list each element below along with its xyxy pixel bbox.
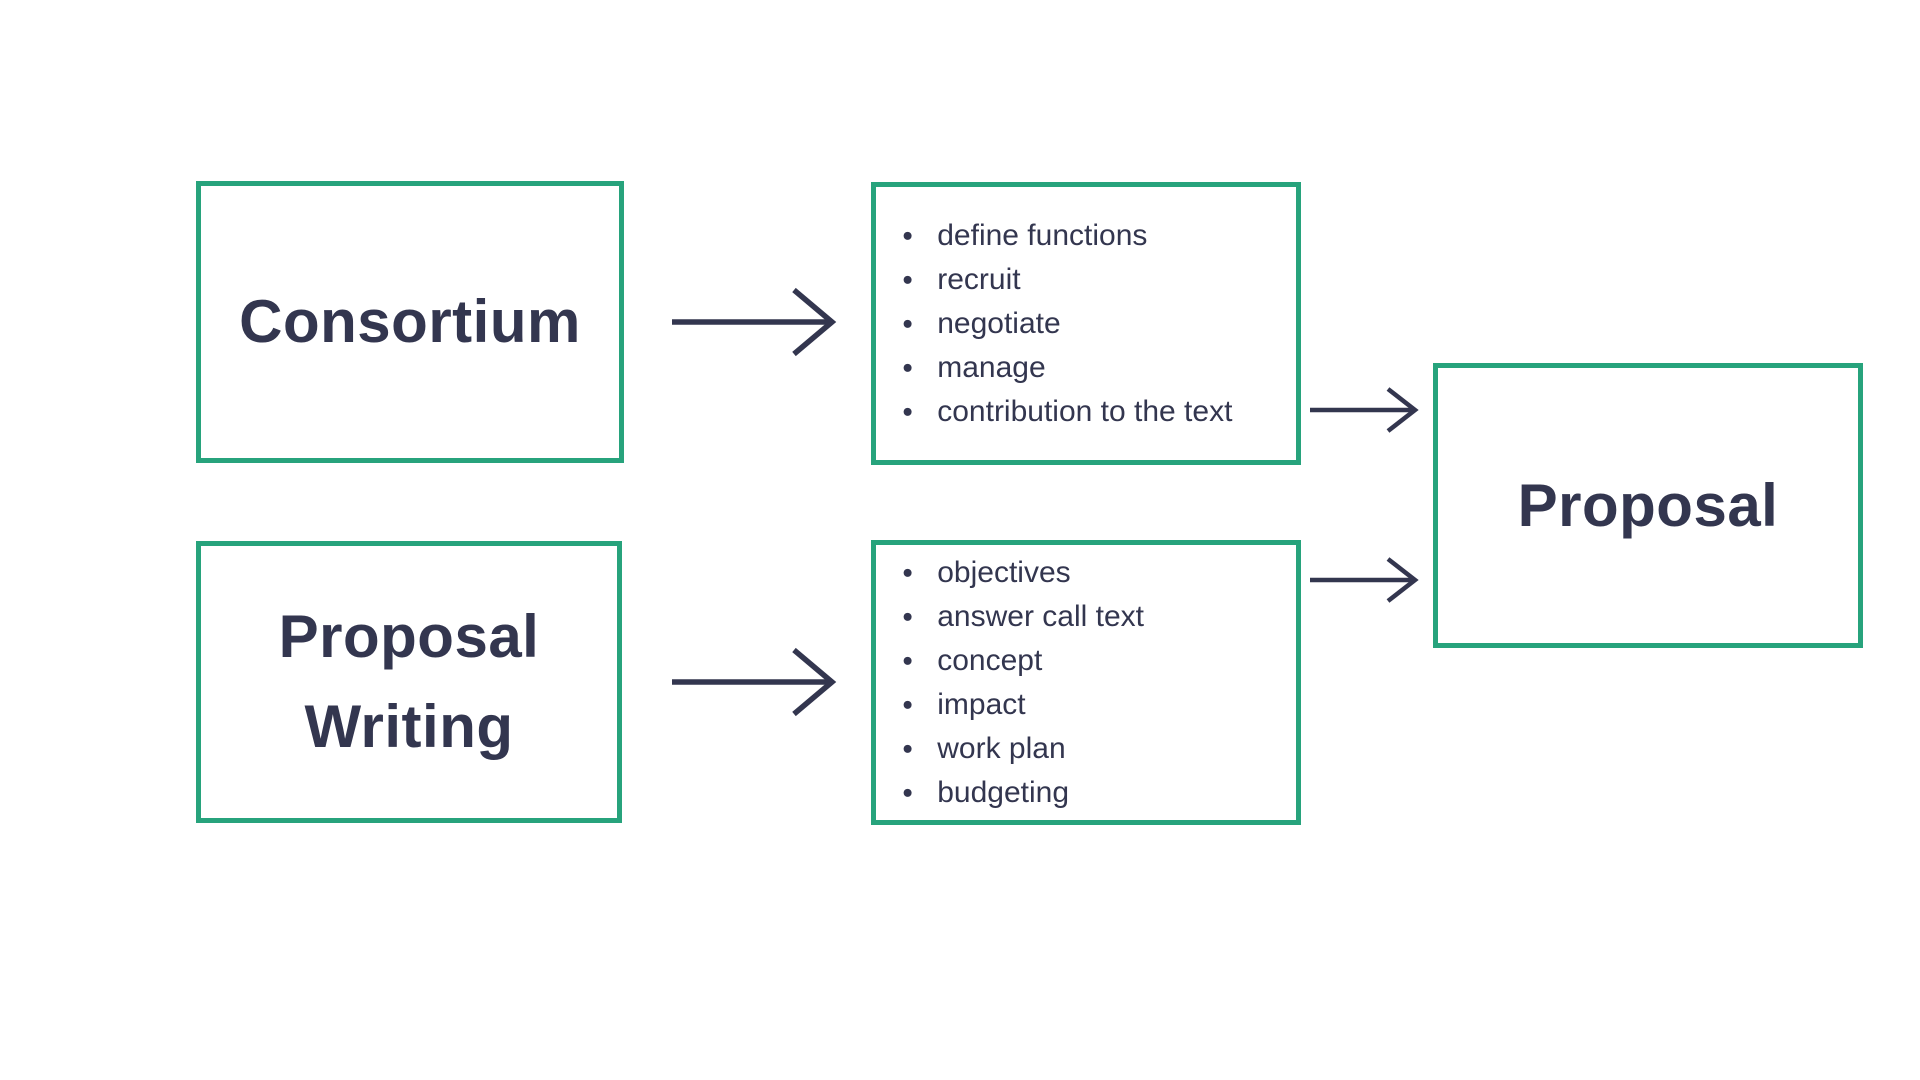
right-arrow-icon — [672, 287, 837, 357]
proposal-label: Proposal — [1517, 471, 1779, 539]
consortium-tasks-box: define functionsrecruitnegotiatemanageco… — [871, 182, 1301, 465]
proposal-box: Proposal — [1433, 363, 1863, 648]
right-arrow-icon — [672, 647, 837, 717]
list-item: define functions — [902, 214, 1232, 258]
right-arrow-icon — [1310, 387, 1419, 433]
writing-tasks-box: objectivesanswer call textconceptimpactw… — [871, 540, 1301, 825]
list-item: recruit — [902, 258, 1232, 302]
list-item: negotiate — [902, 302, 1232, 346]
writing-tasks-list: objectivesanswer call textconceptimpactw… — [876, 551, 1152, 815]
proposal-writing-box: Proposal Writing — [196, 541, 622, 823]
list-item: budgeting — [902, 771, 1144, 815]
list-item: objectives — [902, 551, 1144, 595]
list-item: contribution to the text — [902, 390, 1232, 434]
right-arrow-icon — [1310, 557, 1419, 603]
consortium-label: Consortium — [239, 288, 581, 355]
proposal-writing-label: Proposal Writing — [278, 603, 540, 760]
list-item: impact — [902, 683, 1144, 727]
list-item: concept — [902, 639, 1144, 683]
consortium-box: Consortium — [196, 181, 624, 463]
list-item: answer call text — [902, 595, 1144, 639]
list-item: work plan — [902, 727, 1144, 771]
list-item: manage — [902, 346, 1232, 390]
consortium-tasks-list: define functionsrecruitnegotiatemanageco… — [876, 214, 1240, 434]
